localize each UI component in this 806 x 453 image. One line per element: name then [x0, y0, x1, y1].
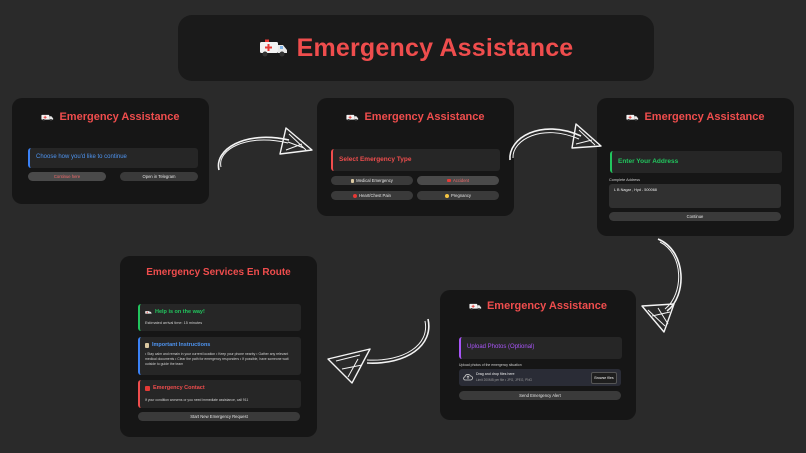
- choose-section: Choose how you'd like to continue: [28, 148, 198, 168]
- card-title: Emergency Assistance: [440, 300, 636, 312]
- card-title-text: Emergency Assistance: [364, 111, 485, 123]
- card-upload-photos: Emergency Assistance Upload Photos (Opti…: [440, 290, 636, 420]
- card-title-text: Emergency Assistance: [486, 300, 608, 312]
- choose-prompt: Choose how you'd like to continue: [36, 154, 127, 160]
- card-title-text: Emergency Assistance: [59, 111, 180, 123]
- instructions-section: Important Instructions • Stay calm and r…: [138, 337, 301, 375]
- contact-title-row: Emergency Contact: [145, 385, 205, 391]
- medical-emergency-label: Medical Emergency: [356, 178, 393, 183]
- ambulance-icon: [145, 310, 152, 314]
- help-title-row: Help is on the way!: [145, 309, 205, 315]
- hand-drawn-arrow: [217, 127, 313, 171]
- clipboard-icon: [145, 342, 149, 348]
- card-emergency-type: Emergency Assistance Select Emergency Ty…: [317, 98, 514, 216]
- pregnancy-label: Pregnancy: [450, 193, 472, 198]
- card-title: Emergency Assistance: [12, 111, 209, 123]
- card-title-text: Emergency Services En Route: [146, 267, 291, 278]
- address-textarea[interactable]: L B Nagar , Hyd - 500068: [609, 184, 781, 208]
- card-title: Emergency Assistance: [597, 111, 794, 123]
- ambulance-icon: [41, 114, 54, 121]
- open-telegram-button[interactable]: Open in Telegram: [120, 172, 198, 181]
- help-section: Help is on the way! Estimated arrival ti…: [138, 304, 301, 331]
- medical-emergency-button[interactable]: Medical Emergency: [331, 176, 413, 185]
- emergency-type-heading: Select Emergency Type: [339, 156, 412, 163]
- card-title: Emergency Assistance: [317, 111, 514, 123]
- browse-files-button[interactable]: Browse files: [591, 372, 617, 384]
- accident-label: Accident: [452, 178, 470, 183]
- heart-chest-pain-button[interactable]: Heart/Chest Pain: [331, 191, 413, 200]
- instructions-title-row: Important Instructions: [145, 342, 210, 348]
- red-circle-icon: [353, 193, 358, 198]
- send-alert-button[interactable]: Send Emergency Alert: [459, 391, 621, 400]
- start-new-request-label: Start New Emergency Request: [190, 414, 248, 419]
- address-value: L B Nagar , Hyd - 500068: [614, 188, 657, 192]
- accident-button[interactable]: Accident: [417, 176, 499, 185]
- upload-section: Upload Photos (Optional): [459, 337, 622, 359]
- ambulance-icon: [346, 114, 359, 121]
- heart-chest-pain-label: Heart/Chest Pain: [359, 193, 391, 198]
- continue-here-label: Continue here: [53, 174, 81, 179]
- continue-here-button[interactable]: Continue here: [28, 172, 106, 181]
- cloud-upload-icon: [463, 374, 473, 381]
- instructions-text: • Stay calm and remain in your current l…: [145, 352, 289, 366]
- card-services-en-route: Emergency Services En Route Help is on t…: [120, 256, 317, 437]
- pregnancy-button[interactable]: Pregnancy: [417, 191, 499, 200]
- car-icon: [446, 179, 451, 182]
- continue-button[interactable]: Continue: [609, 212, 781, 221]
- card-address: Emergency Assistance Enter Your Address …: [597, 98, 794, 236]
- contact-section: Emergency Contact If your condition wors…: [138, 380, 301, 408]
- start-new-request-button[interactable]: Start New Emergency Request: [138, 412, 300, 421]
- banner-title: Emergency Assistance: [296, 33, 574, 62]
- help-text: Estimated arrival time: 15 minutes: [145, 321, 203, 325]
- open-telegram-label: Open in Telegram: [142, 174, 176, 179]
- address-heading: Enter Your Address: [618, 158, 679, 165]
- hand-drawn-arrow: [327, 318, 430, 384]
- address-section: Enter Your Address: [610, 151, 782, 173]
- contact-text: If your condition worsens or you need im…: [145, 398, 249, 402]
- card-title-text: Emergency Assistance: [644, 111, 765, 123]
- upload-label: Upload photos of the emergency situation: [459, 363, 522, 367]
- drop-limit: Limit 200MB per file • JPG, JPEG, PNG: [476, 378, 533, 382]
- address-field-label: Complete Address: [609, 178, 641, 182]
- browse-files-label: Browse files: [594, 376, 614, 380]
- clipboard-icon: [351, 178, 355, 183]
- card-choose-channel: Emergency Assistance Choose how you'd li…: [12, 98, 209, 204]
- ambulance-icon: [469, 303, 482, 310]
- upload-heading: Upload Photos (Optional): [467, 344, 535, 350]
- continue-label: Continue: [686, 214, 704, 219]
- hand-drawn-arrow: [641, 238, 682, 333]
- ambulance-icon: [626, 114, 639, 121]
- ambulance-icon: [259, 39, 287, 57]
- emergency-type-section: Select Emergency Type: [331, 149, 500, 171]
- hand-drawn-arrow: [509, 123, 602, 161]
- card-title: Emergency Services En Route: [120, 267, 317, 278]
- top-banner: Emergency Assistance: [178, 15, 654, 81]
- sos-icon: [145, 385, 150, 391]
- contact-title: Emergency Contact: [153, 385, 205, 391]
- send-alert-label: Send Emergency Alert: [519, 393, 561, 398]
- file-dropzone[interactable]: Drag and drop files here Limit 200MB per…: [459, 369, 621, 386]
- drop-text: Drag and drop files here: [476, 372, 515, 376]
- yellow-circle-icon: [444, 193, 449, 198]
- help-title: Help is on the way!: [155, 309, 205, 315]
- instructions-title: Important Instructions: [152, 342, 211, 348]
